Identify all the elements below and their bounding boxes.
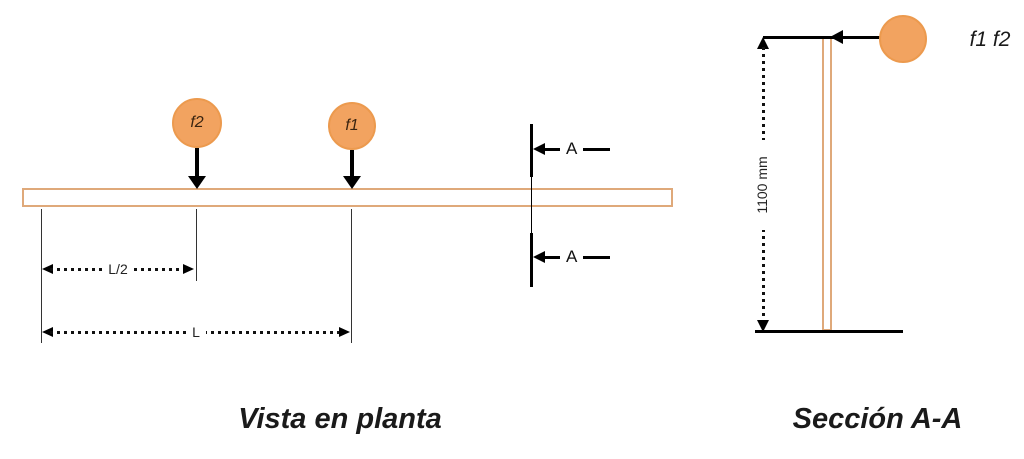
section-arrow-shaft	[545, 147, 560, 151]
ground-line	[755, 330, 903, 333]
force-f1-arrowhead-icon	[343, 176, 361, 189]
section-cut-line-bottom	[530, 233, 533, 287]
extension-line-mid	[196, 209, 197, 281]
section-mark-bottom: A	[533, 247, 611, 266]
section-cut-line-mid	[531, 177, 532, 233]
force-f1-arrow-shaft	[350, 150, 354, 177]
force-f2-label: f2	[190, 114, 204, 131]
section-mark-top: A	[533, 139, 611, 158]
dim-arrow-down-icon	[757, 320, 769, 332]
height-dim-label: 1100 mm	[752, 140, 772, 230]
section-mark-bottom-label: A	[566, 247, 578, 266]
section-arrow-icon	[533, 251, 545, 263]
section-force-arrowhead-icon	[830, 30, 843, 44]
section-mark-top-label: A	[566, 139, 578, 158]
section-arrow-icon	[533, 143, 545, 155]
section-arrow-shaft	[545, 255, 560, 259]
beam-plan-rect	[22, 188, 673, 207]
section-mark-dash	[583, 147, 611, 151]
dimension-half-span: L/2	[42, 261, 194, 277]
plan-view-title: Vista en planta	[238, 403, 442, 435]
section-force-circle	[879, 15, 927, 63]
extension-line-left	[41, 209, 42, 343]
section-force-line	[763, 36, 880, 39]
force-f2-arrowhead-icon	[188, 176, 206, 189]
dim-arrow-left-icon	[42, 327, 53, 337]
section-mark-dash	[583, 255, 611, 259]
dim-arrow-right-icon	[183, 264, 194, 274]
extension-line-right	[351, 209, 352, 343]
section-cut-line-top	[530, 124, 533, 177]
dim-arrow-up-icon	[757, 37, 769, 49]
dim-arrow-right-icon	[339, 327, 350, 337]
dimension-full-span: L	[42, 324, 350, 340]
force-f1-circle: f1	[328, 102, 376, 150]
force-f2-arrow-shaft	[195, 148, 199, 177]
force-f1-label: f1	[345, 117, 359, 134]
dim-half-span-label: L/2	[102, 261, 134, 277]
section-force-label: f1 f2	[969, 28, 1011, 51]
force-f2-circle: f2	[172, 98, 222, 148]
dim-arrow-left-icon	[42, 264, 53, 274]
section-view-title: Sección A-A	[792, 403, 963, 435]
column-section-rect	[822, 37, 832, 331]
dim-full-span-label: L	[186, 324, 206, 340]
